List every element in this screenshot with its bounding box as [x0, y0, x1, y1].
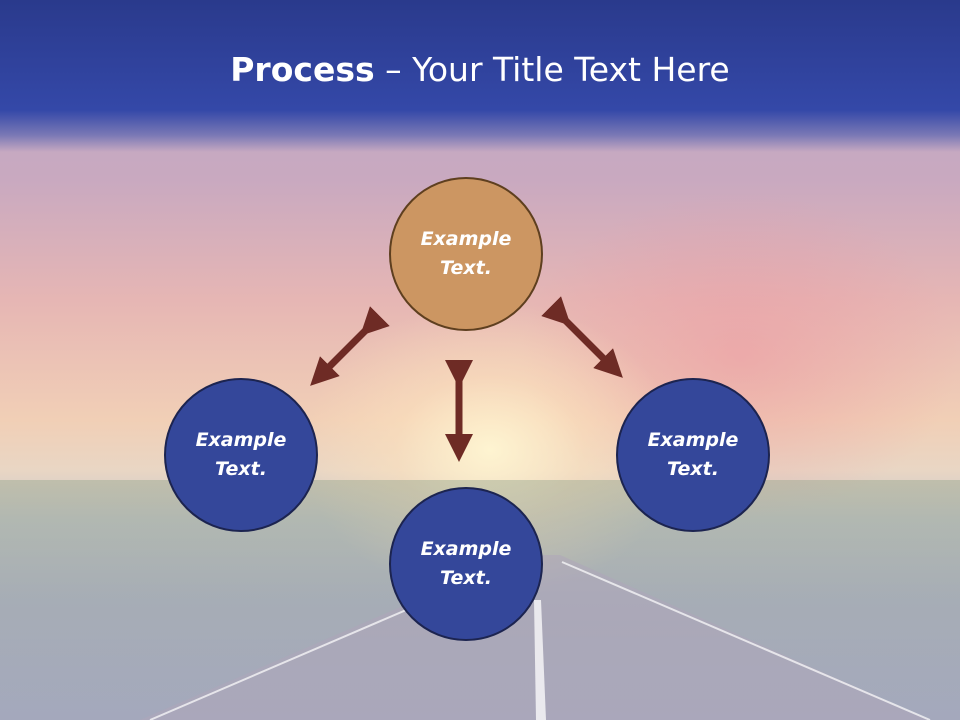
node-bottom-label: Example Text.	[420, 538, 512, 589]
node-bottom: Example Text.	[389, 487, 543, 641]
node-top-label: Example Text.	[420, 228, 512, 279]
node-top: Example Text.	[389, 177, 543, 331]
arrow-top-left	[310, 306, 390, 386]
node-left-label: Example Text.	[195, 429, 287, 480]
title-bar	[0, 0, 960, 152]
road-center-line	[534, 600, 546, 720]
title-rest: – Your Title Text Here	[374, 50, 730, 89]
node-right: Example Text.	[616, 378, 770, 532]
arrow-top-right	[541, 296, 623, 378]
node-right-label: Example Text.	[647, 429, 739, 480]
node-left: Example Text.	[164, 378, 318, 532]
slide-title: Process – Your Title Text Here	[0, 50, 960, 89]
title-bold: Process	[230, 50, 375, 89]
road-right-edge	[561, 561, 931, 720]
